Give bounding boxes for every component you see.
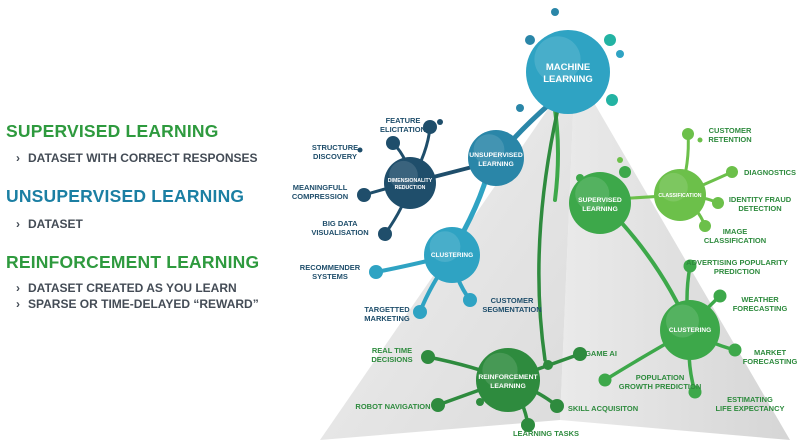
supervised-learning-node [569,172,631,234]
classification-label: CLASSIFICATION [658,193,701,199]
leaf-label-diagnostics: DIAGNOSTICS [744,168,796,177]
leaf-dot [431,398,445,412]
leaf-dot [598,373,612,387]
leaf-dot [699,220,711,232]
connector-line [537,98,562,362]
chevron-right-icon: › [16,297,20,311]
leaf-dot [476,398,484,406]
leaf-dot [516,104,524,112]
leaf-dot [386,136,400,150]
reinforcement-learning-node [476,348,540,412]
leaf-dot [413,305,427,319]
leaf-dot [437,119,443,125]
leaf-dot [617,157,623,163]
leaf-dot [378,227,392,241]
leaf-dot [728,343,742,357]
leaf-label-skill-acquisiton: SKILL ACQUISITON [568,404,638,413]
leaf-dot [713,289,727,303]
unsupervised-desc-text: DATASET [28,217,83,231]
reinforcement-learning-title: REINFORCEMENT LEARNING [6,252,260,272]
leaf-dot [550,399,564,413]
leaf-dot [606,94,618,106]
leaf-dot [357,147,363,153]
leaf-dot [521,418,535,432]
chevron-right-icon: › [16,281,20,295]
unsupervised-learning-desc: › DATASET [16,217,83,231]
unsupervised-learning-title: UNSUPERVISED LEARNING [6,186,245,206]
dimensionality-reduction-node [384,157,436,209]
supervised-clustering-node [660,300,720,360]
legend-panel: SUPERVISED LEARNING › DATASET WITH CORREC… [0,0,300,444]
leaf-dot [726,166,738,178]
leaf-dot [683,259,697,273]
leaf-dot [619,166,631,178]
chevron-right-icon: › [16,217,20,231]
leaf-dot [543,360,553,370]
supervised-learning-title: SUPERVISED LEARNING [6,121,219,141]
leaf-label-learning-tasks: LEARNING TASKS [513,429,579,438]
supervised-desc-text: DATASET WITH CORRECT RESPONSES [28,151,258,165]
leaf-dot [697,137,703,143]
classification-node [654,169,706,221]
unsupervised-clustering-label: CLUSTERING [431,252,473,259]
unsupervised-clustering-node [424,227,480,283]
chevron-right-icon: › [16,151,20,165]
leaf-dot [423,120,437,134]
leaf-dot [525,35,535,45]
reinforcement-learning-desc-1: › DATASET CREATED AS YOU LEARN [16,281,237,295]
leaf-dot [357,188,371,202]
reinforcement-desc-text-2: SPARSE OR TIME-DELAYED “REWARD” [28,297,259,311]
reinforcement-learning-desc-2: › SPARSE OR TIME-DELAYED “REWARD” [16,297,259,311]
machine-learning-node [526,30,610,114]
leaf-dot [712,197,724,209]
leaf-dot [688,385,702,399]
leaf-dot [463,293,477,307]
leaf-label-game-ai: GAME AI [585,349,617,358]
leaf-dot [551,8,559,16]
supervised-clustering-label: CLUSTERING [669,327,711,334]
supervised-learning-desc: › DATASET WITH CORRECT RESPONSES [16,151,258,165]
reinforcement-desc-text-1: DATASET CREATED AS YOU LEARN [28,281,237,295]
leaf-dot [604,34,616,46]
leaf-label-robot-navigation: ROBOT NAVIGATION [355,402,430,411]
leaf-dot [616,50,624,58]
leaf-dot [369,265,383,279]
leaf-dot [682,128,694,140]
unsupervised-learning-node [468,130,524,186]
leaf-dot [573,347,587,361]
leaf-dot [421,350,435,364]
